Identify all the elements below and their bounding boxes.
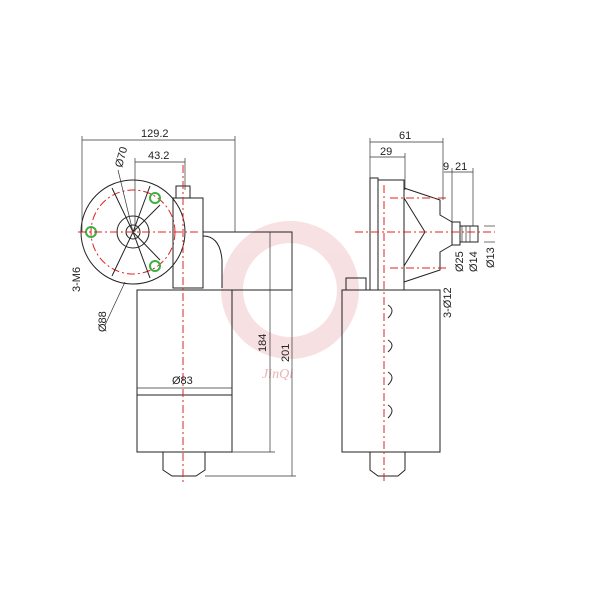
dim-shaft-dia: Ø14 — [468, 251, 480, 272]
dim-body-length: 184 — [257, 334, 269, 352]
dim-bosses: 3-Ø12 — [442, 287, 454, 318]
dim-hub-step: 9 — [443, 161, 449, 173]
front-view: 129.2 43.2 Ø70 3-M6 Ø88 184 201 Ø83 — [71, 128, 296, 482]
dim-body-dia: Ø83 — [172, 375, 193, 387]
dim-overall-width: 129.2 — [141, 128, 169, 140]
dim-hub-dia: Ø25 — [454, 251, 466, 272]
watermark-text: JinQi — [262, 367, 293, 382]
dim-spline-dia: Ø13 — [485, 247, 497, 268]
dim-bolt-circle: Ø70 — [113, 146, 130, 169]
dim-depth: 61 — [399, 130, 411, 142]
dim-offset: 43.2 — [148, 150, 169, 162]
side-view: 61 29 9 21 Ø25 Ø14 Ø13 3-Ø12 — [341, 130, 497, 482]
dim-shaft-length: 21 — [455, 161, 467, 173]
dim-flange-dia: Ø88 — [97, 311, 109, 332]
dim-flange-to-hub: 29 — [380, 146, 392, 158]
dim-total-length: 201 — [280, 344, 292, 362]
dim-mount-holes: 3-M6 — [71, 267, 83, 292]
